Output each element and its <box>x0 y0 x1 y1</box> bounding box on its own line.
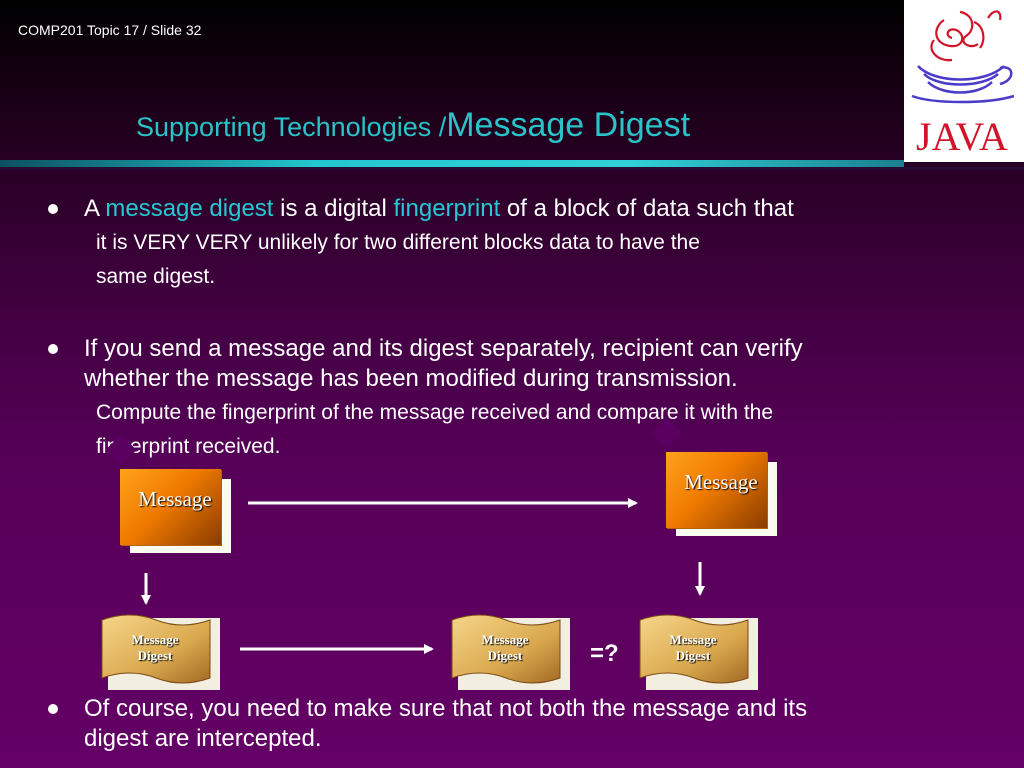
bullet-1-post: of a block of data such that <box>500 195 794 222</box>
term-message-digest: message digest <box>105 195 274 222</box>
message-label: Message <box>684 470 758 494</box>
term-fingerprint: fingerprint <box>393 195 501 222</box>
bullet-1-mid: is a digital <box>273 195 394 222</box>
bullet-dot-2 <box>48 344 58 354</box>
digest-label-line-2: Digest <box>675 648 711 663</box>
digest-label-line-1: Message <box>131 632 179 647</box>
digest-scroll-receiver: Message Digest <box>638 612 763 697</box>
title-rule-shadow <box>0 167 1024 170</box>
title-part-1: Supporting Technologies / <box>136 112 447 142</box>
bullet-2-line-2: whether the message has been modified du… <box>84 365 738 392</box>
digest-label-line-2: Digest <box>137 648 173 663</box>
message-page-face <box>120 469 221 545</box>
digest-scroll-shape <box>101 614 211 684</box>
message-label: Message <box>138 487 212 511</box>
bullet-dot-1 <box>48 204 58 214</box>
digest-label-line-2: Digest <box>487 648 523 663</box>
bullet-dot-3 <box>48 704 58 714</box>
digest-label: Message Digest <box>450 632 560 664</box>
digest-label: Message Digest <box>638 632 748 664</box>
digest-scroll-transmitted: Message Digest <box>450 612 575 697</box>
slide-header-label: COMP201 Topic 17 / Slide 32 <box>18 22 202 38</box>
title-part-2: Message Digest <box>446 106 691 144</box>
title-rule <box>0 160 904 167</box>
java-logo-text: JAVA <box>916 114 1008 159</box>
digest-label: Message Digest <box>100 632 210 664</box>
digest-label-line-1: Message <box>669 632 717 647</box>
bullet-2-line-1: If you send a message and its digest sep… <box>84 335 803 362</box>
slide-title: Supporting Technologies /Message Digest <box>136 106 690 145</box>
bullet-1-sub-2: same digest. <box>96 265 216 288</box>
digest-scroll-shape <box>639 614 749 684</box>
digest-scroll-sender: Message Digest <box>100 612 225 697</box>
bullet-1-pre: A <box>84 195 106 222</box>
bullet-1-sub-1: it is VERY VERY unlikely for two differe… <box>96 231 700 254</box>
digest-label-line-1: Message <box>481 632 529 647</box>
java-logo: JAVA <box>904 0 1024 162</box>
bullet-3-line-2: digest are intercepted. <box>84 725 322 752</box>
compare-label: =? <box>590 640 619 667</box>
bullet-2-sub-1: Compute the fingerprint of the message r… <box>96 401 774 424</box>
message-page-face <box>666 452 767 528</box>
bullet-1-line-1: A message digest is a digital fingerprin… <box>84 193 794 224</box>
bullet-2-sub-2: fingerprint received. <box>96 435 281 458</box>
bullet-3-line-1: Of course, you need to make sure that no… <box>84 695 808 722</box>
java-logo-icon: JAVA <box>911 10 1015 159</box>
digest-scroll-shape <box>451 614 561 684</box>
